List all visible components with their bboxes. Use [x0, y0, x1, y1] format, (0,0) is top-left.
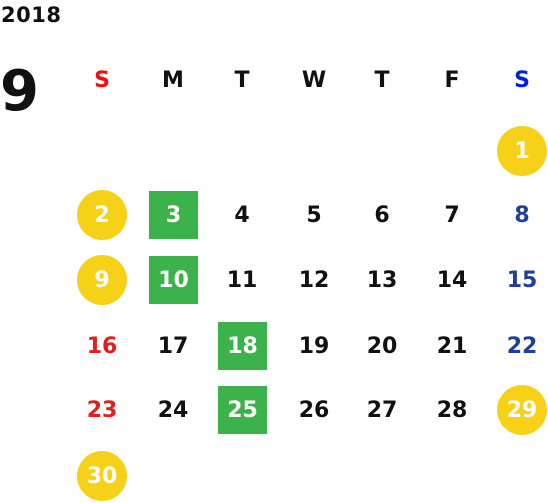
day-cell[interactable]: 6 [374, 202, 390, 228]
day-cell[interactable]: 8 [514, 202, 530, 228]
weekday-tue: T [234, 67, 250, 93]
day-cell[interactable]: 12 [298, 267, 330, 293]
day-cell[interactable]: 26 [298, 397, 330, 423]
day-cell[interactable]: 24 [157, 397, 189, 423]
day-cell-special[interactable]: 3 [149, 191, 198, 239]
year-label: 2018 [1, 3, 62, 27]
day-cell-holiday[interactable]: 2 [77, 190, 127, 240]
weekday-mon: M [162, 67, 184, 93]
weekday-sat: S [514, 67, 530, 93]
day-cell[interactable]: 11 [226, 267, 258, 293]
day-cell[interactable]: 17 [157, 333, 189, 359]
day-cell-special[interactable]: 18 [218, 322, 267, 370]
day-cell[interactable]: 23 [86, 397, 118, 423]
day-cell-special[interactable]: 10 [149, 256, 198, 304]
weekday-fri: F [444, 67, 460, 93]
day-cell[interactable]: 5 [306, 202, 322, 228]
day-cell[interactable]: 4 [234, 202, 250, 228]
day-cell-special[interactable]: 25 [218, 386, 267, 434]
month-label: 9 [0, 59, 39, 124]
weekday-wed: W [301, 67, 327, 93]
weekday-thu: T [374, 67, 390, 93]
day-cell-holiday[interactable]: 1 [497, 126, 547, 176]
day-cell[interactable]: 20 [366, 333, 398, 359]
day-cell[interactable]: 19 [298, 333, 330, 359]
day-cell[interactable]: 15 [506, 267, 538, 293]
day-cell[interactable]: 22 [506, 333, 538, 359]
day-cell-holiday[interactable]: 29 [497, 385, 547, 435]
day-cell[interactable]: 14 [436, 267, 468, 293]
day-cell-holiday[interactable]: 9 [77, 255, 127, 305]
day-cell[interactable]: 7 [444, 202, 460, 228]
day-cell[interactable]: 13 [366, 267, 398, 293]
day-cell[interactable]: 21 [436, 333, 468, 359]
day-cell[interactable]: 27 [366, 397, 398, 423]
day-cell[interactable]: 28 [436, 397, 468, 423]
day-cell-holiday[interactable]: 30 [77, 451, 127, 501]
day-cell[interactable]: 16 [86, 333, 118, 359]
weekday-sun: S [94, 67, 110, 93]
